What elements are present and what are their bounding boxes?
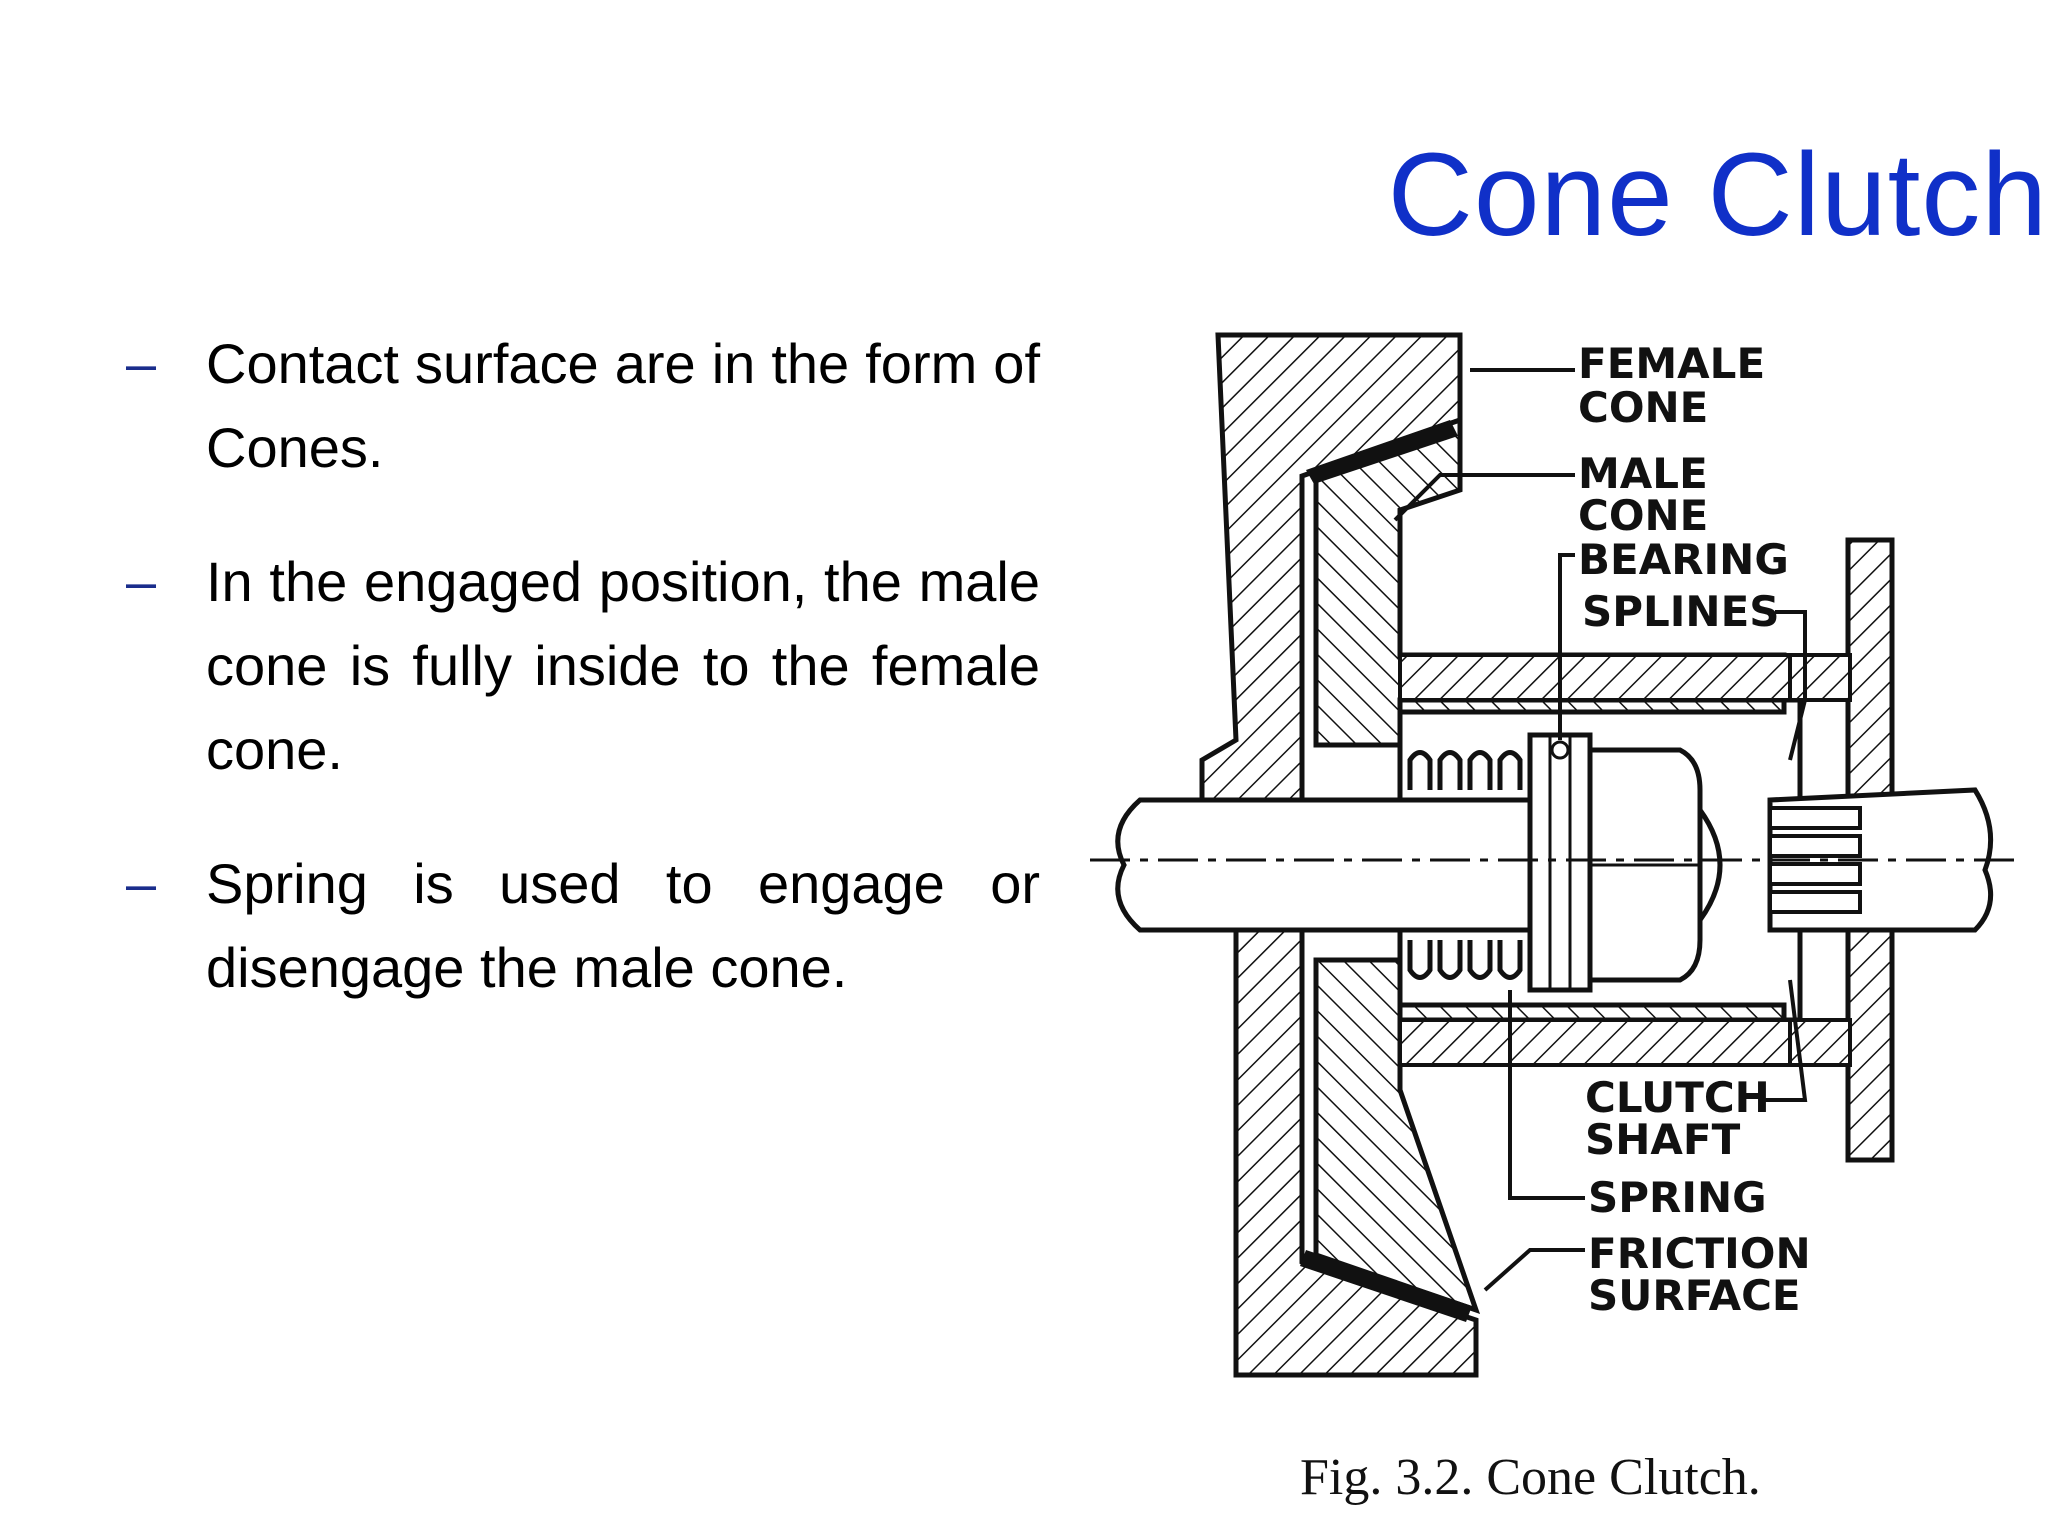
label-male-cone: CONE <box>1578 491 1708 540</box>
label-clutch-shaft: CLUTCH <box>1585 1073 1770 1122</box>
label-female-cone: CONE <box>1578 383 1708 432</box>
bullet-dash: – <box>126 854 157 914</box>
slide-title: Cone Clutch <box>1387 129 2048 261</box>
label-bearing: BEARING <box>1578 535 1789 584</box>
label-splines: SPLINES <box>1582 587 1780 636</box>
bullet-text: In the engaged position, the male cone i… <box>206 550 1040 781</box>
label-male-cone: MALE <box>1578 449 1708 498</box>
bullet-item: – Spring is used to engage or disengage … <box>120 842 1040 1010</box>
friction-surface <box>1306 420 1458 484</box>
bullet-list: – Contact surface are in the form of Con… <box>120 322 1040 1060</box>
bullet-text: Contact surface are in the form of Cones… <box>206 332 1040 479</box>
bearing <box>1527 732 1593 993</box>
label-female-cone: FEMALE <box>1578 339 1765 388</box>
spring <box>1407 750 1523 980</box>
splines <box>1768 806 1862 914</box>
bullet-item: – Contact surface are in the form of Con… <box>120 322 1040 490</box>
label-spring: SPRING <box>1588 1173 1767 1222</box>
leader-lines <box>1393 368 1808 1292</box>
cone-clutch-diagram: FEMALE CONE MALE CONE BEARING SPLINES CL… <box>1090 332 2020 1378</box>
driving-shaft <box>1115 797 1533 933</box>
label-friction-surface: FRICTION <box>1588 1229 1811 1278</box>
label-clutch-shaft: SHAFT <box>1585 1115 1741 1164</box>
label-friction-surface: SURFACE <box>1588 1271 1801 1320</box>
bullet-text: Spring is used to engage or disengage th… <box>206 852 1040 999</box>
figure-caption: Fig. 3.2. Cone Clutch. <box>1300 1449 1761 1506</box>
bullet-dash: – <box>126 334 157 394</box>
bullet-dash: – <box>126 552 157 612</box>
bullet-item: – In the engaged position, the male cone… <box>120 540 1040 792</box>
